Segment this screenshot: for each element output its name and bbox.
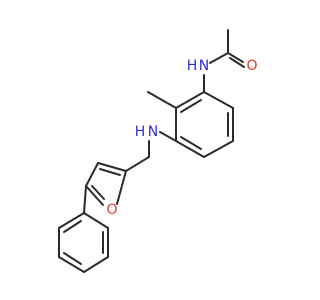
ring-a-double-3 — [180, 99, 202, 113]
atom-amide-nitrogen: N — [199, 58, 209, 74]
ring-b-bond-6 — [58, 212, 85, 229]
furan-double-2 — [91, 185, 105, 200]
atom-amine-nitrogen: N — [148, 124, 158, 140]
ring-b-bond-1 — [83, 212, 109, 229]
bond-carbonyl-oxygen-a — [227, 52, 244, 63]
bond-carbonyl-amide-n — [209, 52, 229, 64]
ring-a-bond-3 — [203, 140, 234, 158]
bond-ring-methyl — [147, 91, 177, 109]
atom-label-amide-nh: N H — [187, 58, 210, 74]
furan-bond-1 — [97, 162, 127, 172]
atom-amide-hydrogen: H — [187, 58, 198, 74]
furan-double-1 — [99, 168, 121, 176]
furan-bond-2 — [85, 162, 99, 187]
structure-diagram: N H O H N O — [58, 29, 258, 273]
phenyl-ring — [58, 212, 109, 273]
furan-bond-3 — [85, 185, 104, 206]
ring-b-bond-4 — [58, 256, 85, 273]
ring-a-bond-1 — [203, 91, 234, 109]
ring-a-double-2 — [180, 136, 202, 150]
molecule-drawing: N H O H N O — [58, 29, 258, 273]
acetamide-group — [203, 29, 245, 93]
bond-ring-amine-n — [159, 131, 177, 142]
atom-carbonyl-oxygen: O — [246, 58, 257, 74]
ring-b-double-3 — [63, 220, 82, 233]
furan-bond-4 — [116, 170, 127, 205]
atom-furan-oxygen: O — [106, 202, 117, 218]
ring-b-double-2 — [63, 252, 82, 265]
atom-label-amine-nh: H N — [135, 124, 159, 140]
bond-carbonyl-oxygen-b — [229, 57, 245, 68]
ring-a-bond-6 — [175, 91, 205, 109]
amine-linker — [125, 131, 177, 172]
bond-furan-phenyl — [83, 185, 87, 214]
furan-ring — [85, 162, 127, 206]
ring-a-bond-4 — [175, 140, 205, 158]
central-benzene-ring — [175, 91, 234, 158]
bond-ch2-furan — [125, 156, 150, 172]
atom-amine-hydrogen: H — [135, 124, 146, 140]
ring-b-bond-3 — [83, 256, 109, 273]
